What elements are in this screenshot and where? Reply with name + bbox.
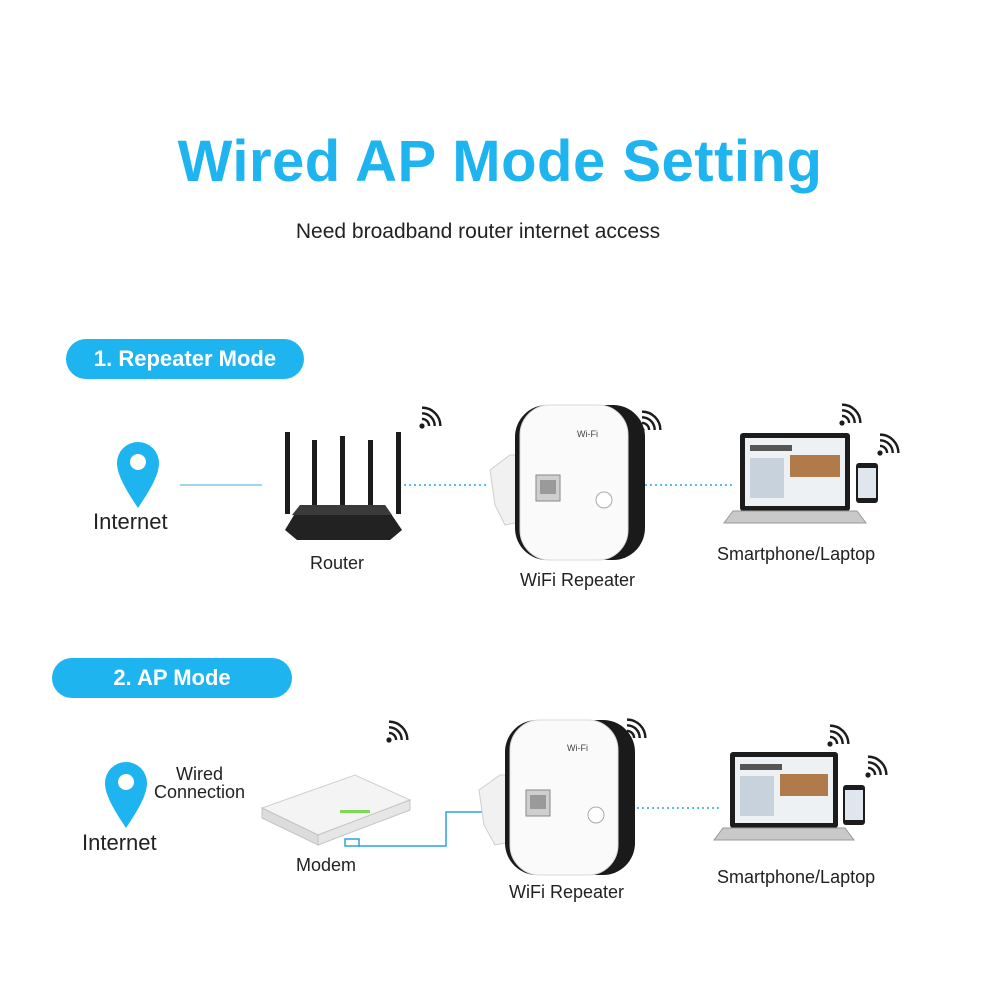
smartphone-icon [856,463,878,503]
wired-connection-label: Wired Connection [154,764,246,802]
ap-mode-badge: 2. AP Mode [52,658,292,698]
wifi-signal-icon [826,720,854,748]
wifi-signal-icon [638,406,666,434]
location-pin-icon [105,762,147,828]
laptop-icon [723,433,867,524]
page-title: Wired AP Mode Setting [177,129,823,194]
location-pin-icon [117,442,159,508]
wifi-signal-icon [385,716,413,744]
wifi-signal-icon [623,714,651,742]
wifi-repeater-icon: Wi-Fi [478,719,635,876]
modem-label: Modem [296,855,357,875]
wifi-signal-icon [876,429,904,457]
svg-text:Wi-Fi: Wi-Fi [567,743,588,753]
wifi-repeater-label: WiFi Repeater [509,882,625,902]
svg-text:Wi-Fi: Wi-Fi [577,429,598,439]
modem-icon [260,774,412,847]
router-label: Router [310,553,365,573]
wifi-signal-icon [838,399,866,427]
internet-label: Internet [82,830,157,855]
clients-label: Smartphone/Laptop [717,867,876,887]
laptop-icon [713,752,855,841]
repeater-mode-badge: 1. Repeater Mode [66,339,304,379]
wifi-repeater-icon: Wi-Fi [489,404,645,561]
clients-label: Smartphone/Laptop [717,544,876,564]
wifi-repeater-label: WiFi Repeater [520,570,636,590]
smartphone-icon [843,785,865,825]
router-icon [285,432,402,540]
wifi-signal-icon [864,751,892,779]
wifi-signal-icon [418,402,446,430]
page-subtitle: Need broadband router internet access [295,220,661,243]
internet-label: Internet [93,509,168,534]
